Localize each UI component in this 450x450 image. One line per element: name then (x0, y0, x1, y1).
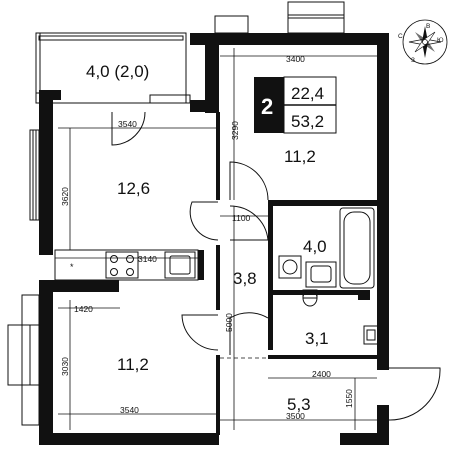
dim-kitchen-depth: 3030 (60, 357, 70, 376)
compass-rose-icon: В С Ю З (398, 19, 448, 65)
room-living-area: 12,6 (117, 179, 150, 198)
dim-hall-length: 5000 (224, 313, 234, 332)
door-swing-icon (111, 111, 146, 146)
dim-hall-width: 1100 (232, 213, 251, 223)
compass-east: В (426, 23, 430, 30)
sink-icon (305, 261, 337, 288)
room-labels: 4,0 (2,0) 11,2 12,6 11,2 3,8 4,0 3,1 5,3 (86, 62, 329, 414)
living-area: 22,4 (291, 84, 324, 103)
bathtub-icon (339, 207, 375, 289)
room-wc-area: 3,1 (305, 329, 329, 348)
dim-kitchen-width: 3540 (120, 405, 139, 415)
washing-machine-icon (278, 255, 302, 279)
dim-bedroom-width: 3400 (286, 54, 305, 64)
stove-icon (105, 251, 139, 279)
compass-south: Ю (437, 37, 444, 44)
dim-corridor-inner: 2400 (312, 369, 331, 379)
dim-corridor-depth: 1550 (344, 389, 354, 408)
room-loggia-area: 4,0 (2,0) (86, 62, 149, 81)
dim-living-depth: 3620 (60, 187, 70, 206)
compass-west: З (411, 57, 415, 64)
dimension-lines (55, 48, 377, 430)
windows (7, 1, 345, 426)
room-bathroom-area: 4,0 (303, 237, 327, 256)
dimension-labels: 3400 3290 3540 3620 1100 3140 1420 3030 … (60, 54, 354, 421)
rooms-count: 2 (261, 94, 273, 119)
dim-kitchen-niche: 1420 (74, 304, 93, 314)
apartment-summary: 2 22,4 53,2 (254, 76, 337, 134)
room-kitchen-area: 11,2 (117, 355, 149, 374)
svg-text:*: * (70, 262, 74, 272)
dim-corridor-width: 3500 (286, 411, 305, 421)
doors (111, 111, 441, 421)
total-area: 53,2 (291, 112, 324, 131)
fixtures: * (54, 14, 379, 345)
toilet-icon (302, 289, 318, 307)
dim-living-width: 3540 (118, 119, 137, 129)
room-bedroom-area: 11,2 (284, 147, 316, 166)
dim-bedroom-depth: 3290 (230, 121, 240, 140)
room-corridor-area: 5,3 (287, 395, 311, 414)
walls (39, 33, 389, 445)
dim-kitchen-counter: 3140 (138, 254, 157, 264)
room-hall-area: 3,8 (233, 269, 257, 288)
rooms-count-badge (254, 77, 284, 133)
compass-north: С (398, 33, 403, 40)
